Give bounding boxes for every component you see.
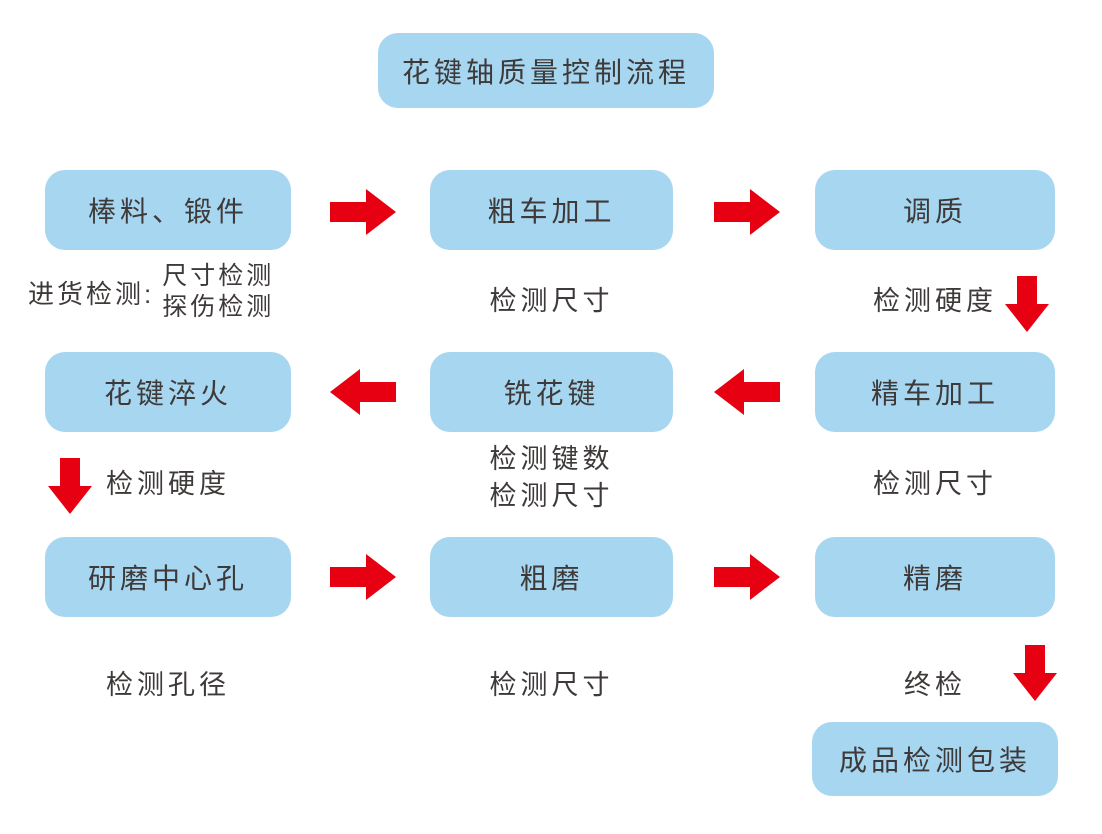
node-label: 成品检测包装: [838, 745, 1031, 776]
arrow-down-icon: [1005, 276, 1049, 332]
node-label: 花键淬火: [103, 378, 232, 409]
incoming-inspection-items: 尺寸检测 探伤检测: [162, 261, 274, 323]
check-item: 检测孔径: [106, 670, 230, 700]
node-label: 精车加工: [870, 378, 999, 409]
node-finished-product-packaging: 成品检测包装: [812, 722, 1058, 796]
arrow-down-icon: [48, 458, 92, 514]
node-spline-quenching: 花键淬火: [45, 352, 291, 432]
node-rough-turning: 粗车加工: [430, 170, 673, 250]
check-item: 检测硬度: [873, 286, 997, 316]
node-label: 研磨中心孔: [87, 563, 248, 594]
flow-title-node: 花键轴质量控制流程: [378, 33, 714, 108]
check-item: 检测尺寸: [489, 481, 614, 511]
node-fine-turning: 精车加工: [815, 352, 1055, 432]
node-conditioning: 调质: [815, 170, 1055, 250]
check-label-hole-diameter: 检测孔径: [45, 663, 291, 702]
node-label: 粗车加工: [487, 196, 616, 227]
check-label-dimension: 检测尺寸: [815, 462, 1055, 501]
check-label-dimension: 检测尺寸: [430, 663, 673, 702]
check-item: 检测尺寸: [873, 469, 997, 499]
arrow-right-icon: [714, 554, 780, 600]
incoming-inspection-label: 进货检测: 尺寸检测 探伤检测: [28, 262, 308, 322]
check-label-hardness: 检测硬度: [815, 279, 1055, 318]
check-item: 尺寸检测: [162, 262, 275, 290]
arrow-right-icon: [714, 189, 780, 235]
check-item: 终检: [904, 670, 966, 700]
check-label-spline-keys: 检测键数 检测尺寸: [430, 441, 673, 515]
node-label: 调质: [902, 196, 967, 227]
check-item: 检测键数: [489, 444, 614, 474]
check-label-final-inspection: 终检: [815, 663, 1055, 702]
arrow-down-icon: [1013, 645, 1057, 701]
check-item: 检测硬度: [106, 469, 230, 499]
check-item: 检测尺寸: [489, 670, 614, 700]
node-center-hole-grinding: 研磨中心孔: [45, 537, 291, 617]
arrow-right-icon: [330, 189, 396, 235]
node-rough-grinding: 粗磨: [430, 537, 673, 617]
check-item: 检测尺寸: [489, 286, 614, 316]
node-label: 精磨: [902, 563, 967, 594]
node-fine-grinding: 精磨: [815, 537, 1055, 617]
node-bar-stock-forgings: 棒料、锻件: [45, 170, 291, 250]
node-label: 粗磨: [519, 563, 584, 594]
arrow-left-icon: [714, 369, 780, 415]
node-spline-milling: 铣花键: [430, 352, 673, 432]
check-item: 探伤检测: [162, 293, 275, 321]
flow-title: 花键轴质量控制流程: [401, 56, 690, 88]
incoming-inspection-prefix: 进货检测:: [28, 278, 155, 309]
check-label-hardness: 检测硬度: [45, 462, 291, 501]
node-label: 棒料、锻件: [87, 196, 248, 227]
check-label-dimension: 检测尺寸: [430, 279, 673, 318]
arrow-right-icon: [330, 554, 396, 600]
arrow-left-icon: [330, 369, 396, 415]
node-label: 铣花键: [503, 378, 600, 409]
